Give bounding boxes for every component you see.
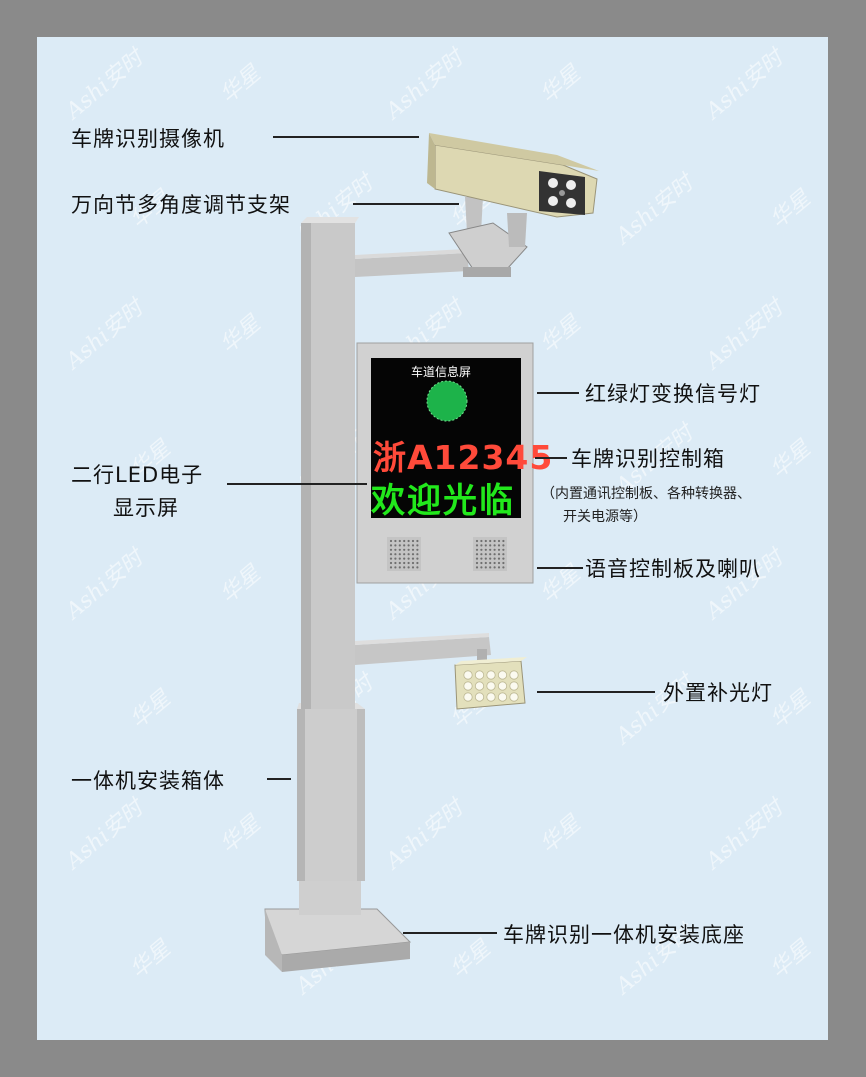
fill-light-led <box>474 681 485 691</box>
fill-light-led <box>486 681 496 691</box>
fill-light-led <box>509 692 519 702</box>
fill-light-led <box>474 692 485 702</box>
label-cabinet: 一体机安装箱体 <box>71 769 225 793</box>
fill-light-led <box>497 670 508 680</box>
leader-camera <box>273 136 419 138</box>
fill-light-led <box>463 681 473 691</box>
control-box <box>356 342 534 584</box>
green-signal-light <box>427 381 467 421</box>
label-camera: 车牌识别摄像机 <box>71 127 225 151</box>
leader-fill-light <box>537 691 655 693</box>
leader-base <box>403 932 497 934</box>
fill-light-led <box>486 692 496 702</box>
fill-light-led <box>497 681 508 691</box>
fill-light-led <box>486 670 496 680</box>
diagram-canvas: Ashi安时华星Ashi安时华星Ashi安时华星Ashi安时华星Ashi安时华星… <box>37 37 828 1040</box>
fill-light-arm <box>355 633 491 667</box>
lpr-terminal-illustration <box>264 133 599 972</box>
screen-plate-number: 浙A12345 <box>373 438 554 477</box>
speaker-grille-left <box>387 537 421 571</box>
label-fill-light: 外置补光灯 <box>663 681 773 705</box>
label-traffic-light: 红绿灯变换信号灯 <box>585 382 761 406</box>
fill-light-led <box>463 692 473 702</box>
label-voice-board: 语音控制板及喇叭 <box>585 557 761 581</box>
leader-led-display <box>227 483 367 485</box>
main-pole <box>301 217 359 709</box>
installation-cabinet <box>297 703 365 881</box>
fill-light-led <box>497 692 508 702</box>
label-base: 车牌识别一体机安装底座 <box>503 923 745 947</box>
fill-light <box>454 657 527 710</box>
fill-light-led <box>509 681 519 691</box>
label-control-box-note-2: 开关电源等） <box>563 509 647 525</box>
leader-control-box <box>535 457 567 459</box>
speaker-grille-right <box>473 537 507 571</box>
fill-light-led <box>474 670 485 680</box>
label-led-display-line-1: 二行LED电子 <box>71 463 204 487</box>
label-control-box-note-1: （内置通讯控制板、各种转换器、 <box>541 486 751 502</box>
mounting-base <box>264 875 412 972</box>
label-bracket: 万向节多角度调节支架 <box>71 193 291 217</box>
camera-arm <box>355 249 469 277</box>
leader-voice-board <box>537 567 583 569</box>
label-led-display-line-2: 显示屏 <box>113 496 179 520</box>
fill-light-led <box>509 670 519 680</box>
camera-housing <box>427 133 599 218</box>
universal-joint-bracket <box>448 197 528 277</box>
screen-title: 车道信息屏 <box>411 365 472 379</box>
leader-traffic-light <box>537 392 579 394</box>
leader-bracket <box>353 203 459 205</box>
label-control-box: 车牌识别控制箱 <box>571 447 725 471</box>
leader-cabinet <box>267 778 291 780</box>
fill-light-led <box>463 670 473 680</box>
screen-welcome-text: 欢迎光临 <box>371 481 515 521</box>
